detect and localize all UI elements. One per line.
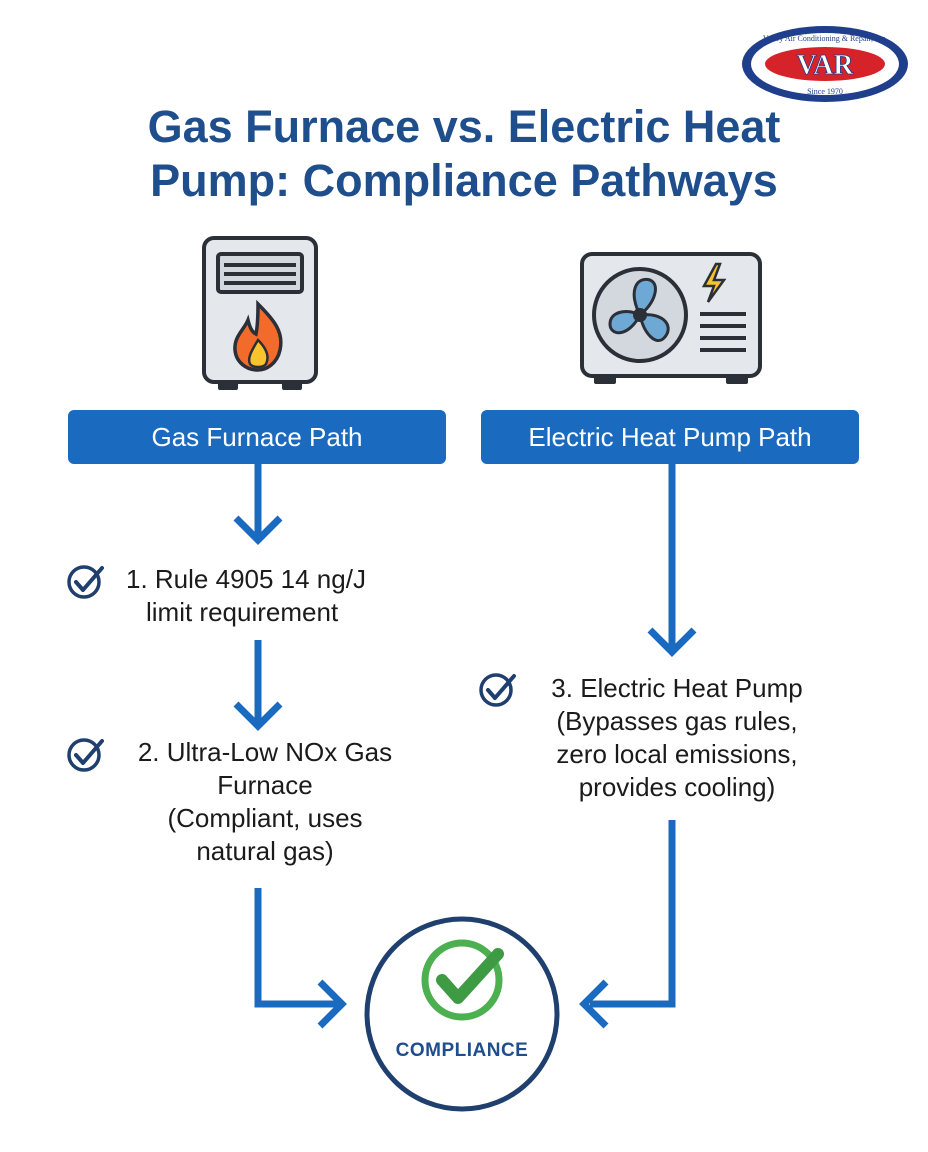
step1-line1: 1. Rule 4905 14 ng/J bbox=[126, 564, 366, 594]
title-line-2: Pump: Compliance Pathways bbox=[150, 155, 778, 206]
logo-text: VAR bbox=[796, 50, 854, 81]
title-line-1: Gas Furnace vs. Electric Heat bbox=[147, 101, 781, 152]
arrowhead-gas-1 bbox=[233, 515, 283, 545]
step3-text: 3. Electric Heat Pump (Bypasses gas rule… bbox=[512, 672, 842, 804]
electric-heat-pump-path-button: Electric Heat Pump Path bbox=[481, 410, 859, 464]
connector-electric-compliance bbox=[590, 820, 676, 1008]
step1-text: 1. Rule 4905 14 ng/J limit requirement bbox=[118, 563, 448, 629]
gas-furnace-icon bbox=[202, 236, 318, 390]
logo-arc-text: Valley Air Conditioning & Repair, Inc. bbox=[763, 34, 887, 43]
compliance-check-icon bbox=[421, 939, 504, 1021]
step3-line4: provides cooling) bbox=[578, 772, 776, 802]
step1-line2: limit requirement bbox=[146, 597, 339, 627]
arrowhead-electric-1 bbox=[647, 627, 697, 657]
heat-pump-icon bbox=[580, 252, 762, 384]
gas-furnace-path-button: Gas Furnace Path bbox=[68, 410, 446, 464]
step3-line2: (Bypasses gas rules, bbox=[556, 706, 798, 736]
step2-line3: (Compliant, uses bbox=[167, 803, 363, 833]
compliance-circle bbox=[364, 916, 560, 1112]
logo-since: Since 1970 bbox=[807, 87, 843, 96]
company-logo: VAR Valley Air Conditioning & Repair, In… bbox=[742, 26, 908, 102]
step3-line1: 3. Electric Heat Pump bbox=[551, 673, 803, 703]
compliance-label: COMPLIANCE bbox=[395, 1040, 529, 1061]
arrowhead-gas-2 bbox=[233, 701, 283, 731]
connector-gas-compliance bbox=[254, 888, 337, 1008]
step1-check-icon bbox=[67, 565, 104, 599]
step2-line1: 2. Ultra-Low NOx Gas bbox=[137, 737, 393, 767]
step3-check-icon bbox=[479, 673, 516, 707]
step2-text: 2. Ultra-Low NOx Gas Furnace (Compliant,… bbox=[100, 736, 430, 868]
step3-line3: zero local emissions, bbox=[556, 739, 798, 769]
page-title: Gas Furnace vs. Electric Heat Pump: Comp… bbox=[0, 100, 928, 208]
step2-check-icon bbox=[67, 738, 104, 772]
step2-line2: Furnace bbox=[217, 770, 313, 800]
step2-line4: natural gas) bbox=[196, 836, 334, 866]
arrowhead-gas-compliance bbox=[317, 979, 347, 1029]
arrowhead-electric-compliance bbox=[579, 979, 609, 1029]
